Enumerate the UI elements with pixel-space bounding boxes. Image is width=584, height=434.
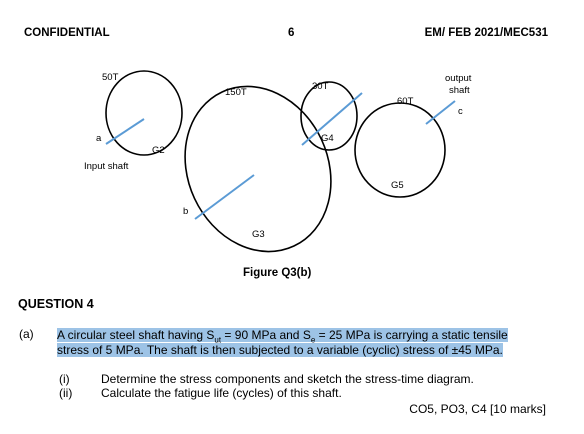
label-g2: G2 — [152, 145, 165, 156]
gear-train-diagram: 50T a Input shaft G2 150T b G3 30T G4 60… — [84, 70, 472, 253]
gear-g4 — [300, 81, 358, 151]
subpart-number-i: (i) — [59, 372, 70, 386]
label-output: output — [445, 73, 472, 84]
label-g3: G3 — [252, 229, 265, 240]
label-a: a — [96, 133, 102, 144]
question-text-line2: stress of 5 MPa. The shaft is then subje… — [57, 343, 503, 357]
gear-g3 — [184, 85, 332, 253]
marks-allocation: CO5, PO3, C4 [10 marks] — [409, 402, 546, 416]
part-label-a: (a) — [19, 327, 34, 341]
subpart-text-ii: Calculate the fatigue life (cycles) of t… — [101, 386, 342, 400]
header-confidential: CONFIDENTIAL — [24, 27, 110, 39]
shaft-c — [425, 100, 456, 125]
label-150t: 150T — [225, 87, 247, 98]
gear-g5 — [354, 102, 446, 198]
shaft-a — [105, 118, 145, 145]
header-exam-code: EM/ FEB 2021/MEC531 — [424, 27, 548, 39]
label-50t: 50T — [102, 72, 119, 83]
label-b: b — [183, 206, 188, 217]
label-g5: G5 — [391, 180, 404, 191]
header-page-number: 6 — [288, 27, 295, 39]
gear-g2 — [105, 70, 183, 156]
question-heading: QUESTION 4 — [18, 297, 94, 311]
label-shaft: shaft — [449, 85, 470, 96]
label-c: c — [458, 106, 463, 117]
subpart-number-ii: (ii) — [59, 386, 73, 400]
label-60t: 60T — [397, 96, 414, 107]
subpart-text-i: Determine the stress components and sket… — [101, 372, 474, 386]
shaft-g4 — [301, 92, 363, 146]
question-text-line1: A circular steel shaft having Sut = 90 M… — [57, 328, 508, 345]
label-30t: 30T — [312, 81, 329, 92]
label-g4: G4 — [321, 133, 334, 144]
label-input-shaft: Input shaft — [84, 161, 129, 172]
shaft-b — [194, 174, 255, 220]
figure-caption: Figure Q3(b) — [243, 267, 312, 279]
